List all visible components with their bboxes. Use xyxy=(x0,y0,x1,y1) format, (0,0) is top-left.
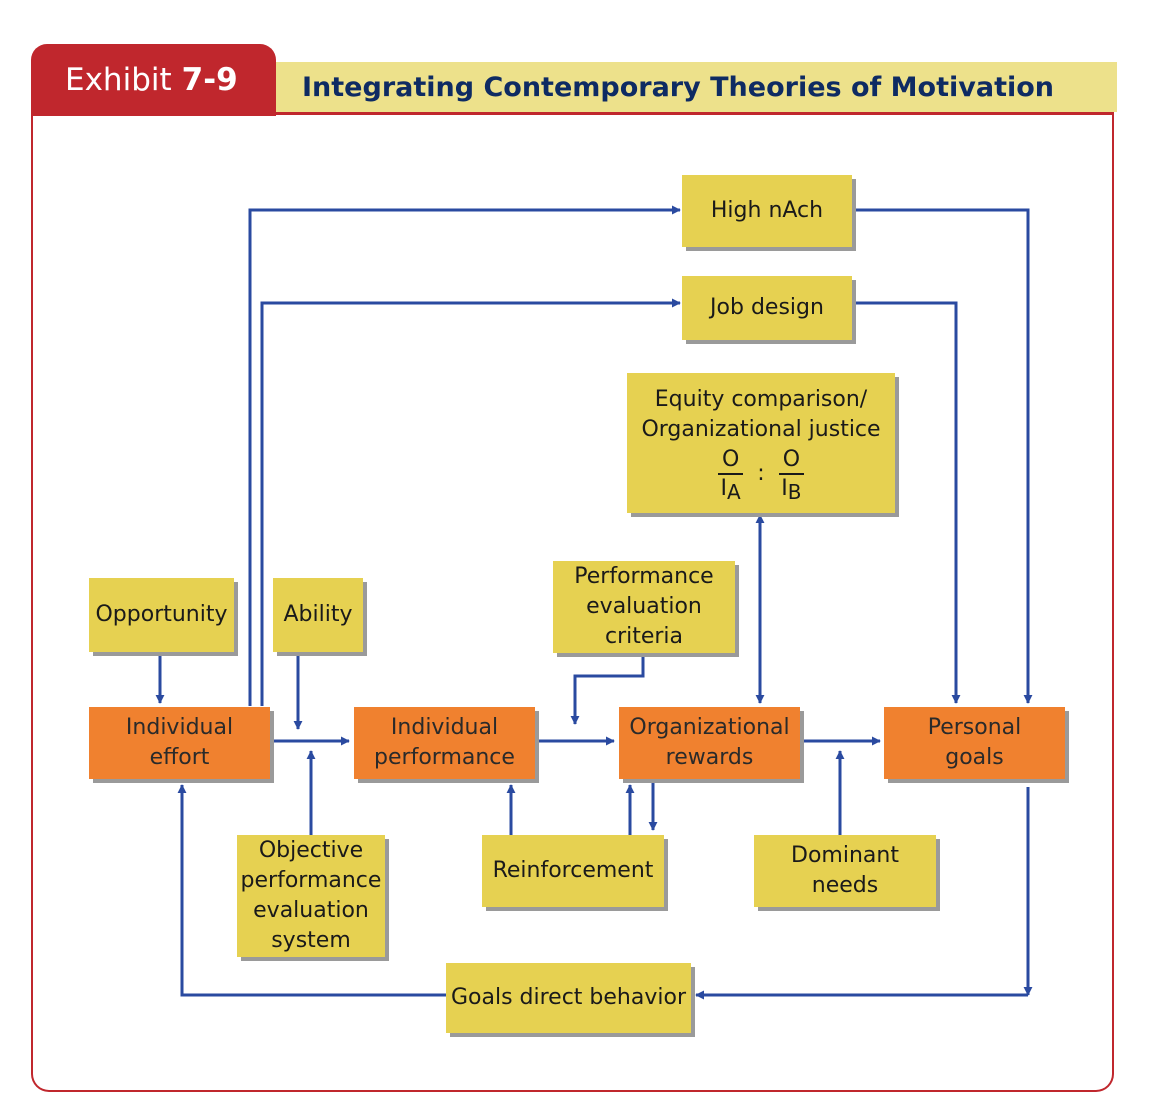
effort-line-1: Individual xyxy=(125,715,234,740)
ratio-b-numerator: O xyxy=(778,447,805,475)
ratio-a-numerator: O xyxy=(717,447,744,475)
node-personal-goals: Personal goals xyxy=(884,707,1065,779)
criteria-line-1: Performance xyxy=(574,564,714,589)
arrow-goals-direct-to-effort xyxy=(177,784,446,997)
node-ability: Ability xyxy=(273,578,363,652)
criteria-line-2: evaluation xyxy=(586,594,702,619)
objective-line-4: system xyxy=(271,928,351,953)
node-equity-comparison: Equity comparison/ Organizational justic… xyxy=(627,373,895,513)
performance-line-2: performance xyxy=(374,745,515,770)
node-high-nach: High nAch xyxy=(682,175,852,247)
criteria-line-3: criteria xyxy=(604,624,684,649)
exhibit-prefix: Exhibit xyxy=(65,62,172,98)
arrow-effort-to-high-nach xyxy=(248,205,681,706)
ratio-a-denominator: I xyxy=(720,475,728,501)
arrow-job-design-to-goals xyxy=(852,301,961,704)
arrow-effort-to-job-design xyxy=(260,298,681,706)
node-opportunity: Opportunity xyxy=(89,578,234,652)
rewards-line-1: Organizational xyxy=(629,715,790,740)
node-objective-evaluation-system: Objective performance evaluation system xyxy=(237,835,385,957)
performance-line-1: Individual xyxy=(390,715,499,740)
ratio-b-subscript: B xyxy=(787,479,802,504)
node-job-design-label: Job design xyxy=(710,295,824,320)
exhibit-title: Integrating Contemporary Theories of Mot… xyxy=(302,71,1055,103)
node-goals-direct-label: Goals direct behavior xyxy=(450,985,686,1010)
node-individual-effort: Individual effort xyxy=(89,707,270,779)
objective-line-1: Objective xyxy=(258,838,364,863)
node-opportunity-label: Opportunity xyxy=(95,602,228,627)
equity-line-2: Organizational justice xyxy=(641,416,881,442)
equity-ratio: O IA : O IB xyxy=(717,447,805,504)
node-high-nach-label: High nAch xyxy=(710,198,824,223)
node-job-design: Job design xyxy=(682,276,852,340)
ratio-b-denominator: I xyxy=(781,475,788,501)
rewards-line-2: rewards xyxy=(665,745,754,770)
exhibit-number: 7-9 xyxy=(181,62,238,98)
node-reinforcement: Reinforcement xyxy=(482,835,664,907)
goals-line-2: goals xyxy=(945,745,1004,770)
goals-line-1: Personal xyxy=(927,715,1022,740)
node-ability-label: Ability xyxy=(283,602,353,627)
effort-line-2: effort xyxy=(149,745,210,770)
exhibit-tab: Exhibit 7-9 xyxy=(31,44,276,116)
node-organizational-rewards: Organizational rewards xyxy=(619,707,800,779)
ratio-a-subscript: A xyxy=(727,479,741,504)
arrow-criteria-to-line xyxy=(570,653,645,725)
node-performance-evaluation-criteria: Performance evaluation criteria xyxy=(553,561,735,653)
node-individual-performance: Individual performance xyxy=(354,707,535,779)
equity-line-1: Equity comparison/ xyxy=(654,386,868,412)
needs-line-1: Dominant xyxy=(791,843,899,868)
needs-line-2: needs xyxy=(811,873,879,898)
objective-line-3: evaluation xyxy=(253,898,369,923)
node-reinforcement-label: Reinforcement xyxy=(492,858,654,883)
node-goals-direct-behavior: Goals direct behavior xyxy=(446,963,691,1033)
exhibit-title-bar: Integrating Contemporary Theories of Mot… xyxy=(276,62,1117,112)
objective-line-2: performance xyxy=(240,868,382,893)
exhibit-frame xyxy=(31,112,1114,1092)
node-dominant-needs: Dominant needs xyxy=(754,835,936,907)
arrow-high-nach-to-goals xyxy=(852,208,1033,704)
ratio-separator: : xyxy=(757,461,765,486)
